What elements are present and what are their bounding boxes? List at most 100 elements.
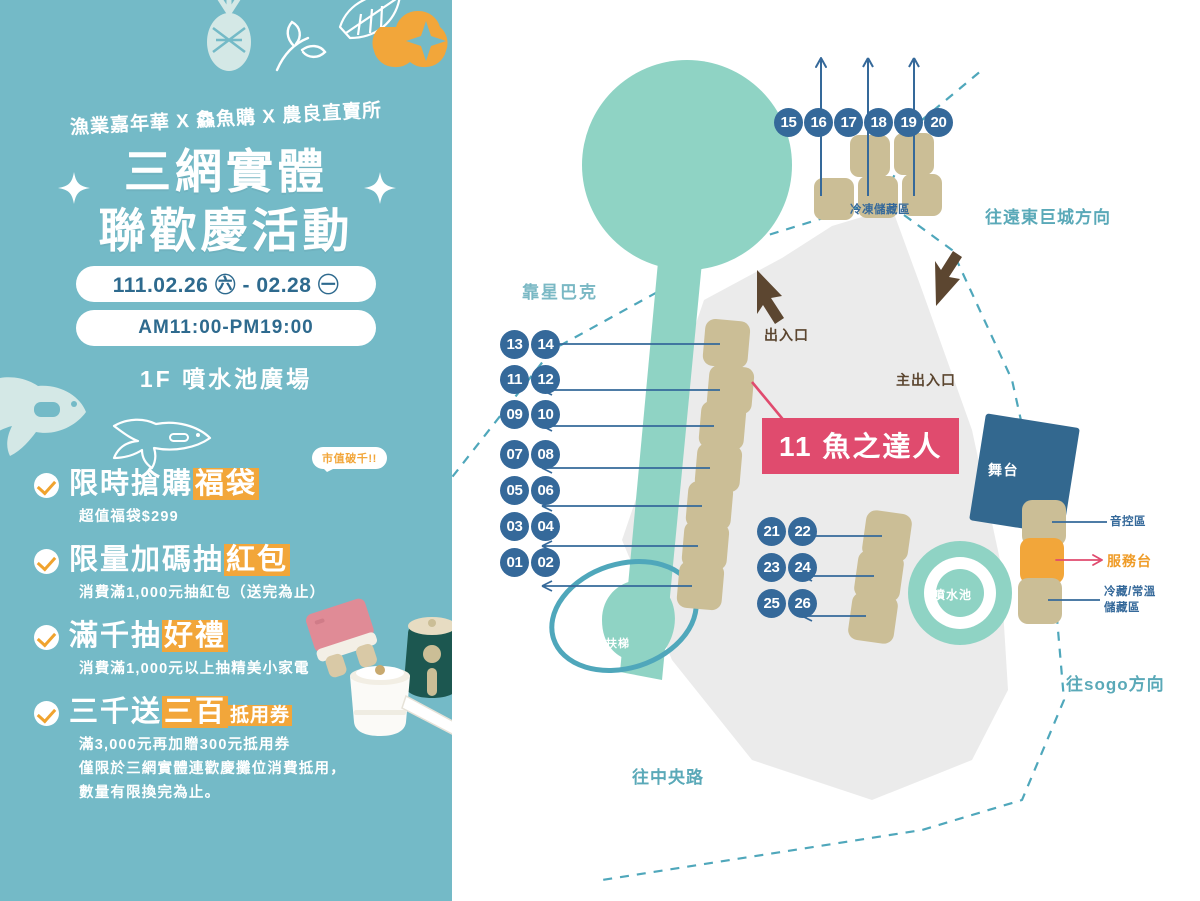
value-badge: 市值破千!!: [312, 447, 387, 472]
event-title-line-1: 三網實體: [124, 145, 328, 198]
sound-control-block: [1022, 500, 1066, 546]
booth-number[interactable]: 09: [500, 400, 529, 429]
booth-number[interactable]: 01: [500, 548, 529, 577]
booth-number[interactable]: 03: [500, 512, 529, 541]
booth-number[interactable]: 08: [531, 440, 560, 469]
booth-number[interactable]: 04: [531, 512, 560, 541]
promotion-subtext: 超值福袋$299: [79, 509, 179, 526]
booth-number[interactable]: 05: [500, 476, 529, 505]
promotion-title-highlight: 福袋: [193, 468, 260, 500]
booth-number[interactable]: 10: [531, 400, 560, 429]
booth-number[interactable]: 02: [531, 548, 560, 577]
event-info-panel: 漁業嘉年華 X 鱻魚購 X 農良直賣所 三網實體 聯歡慶活動 111.02.26…: [0, 0, 452, 901]
event-venue: 1F 噴水池廣場: [139, 366, 313, 392]
promotion-subtext: 消費滿1,000元以上抽精美小家電: [79, 661, 310, 678]
promotion-title: 限量加碼抽紅包: [69, 542, 291, 579]
label-frozen-storage: 冷凍儲藏區: [850, 204, 910, 216]
booth-number[interactable]: 24: [788, 553, 817, 582]
booth-number[interactable]: 13: [500, 330, 529, 359]
mall-boundary-dashes: [452, 69, 1066, 882]
booth-number[interactable]: 14: [531, 330, 560, 359]
promotion-title: 限時搶購福袋: [69, 466, 260, 503]
check-icon: [34, 549, 59, 575]
booth-number[interactable]: 15: [774, 108, 803, 137]
air-fryer-photo: [404, 617, 452, 698]
small-fish-outline-icon: [112, 418, 212, 470]
fountain-inner: [936, 569, 984, 617]
promotion-title-highlight: 三百: [162, 696, 229, 729]
electric-pot-photo: [350, 665, 452, 736]
booth-number[interactable]: 07: [500, 440, 529, 469]
promotion-title: 三千送三百抵用券: [69, 694, 293, 731]
check-icon: [34, 625, 59, 651]
label-escalator: 手扶梯: [594, 638, 630, 650]
leaf-icon: [338, 0, 401, 40]
sandwich-maker-photo: [306, 598, 377, 678]
booth-number[interactable]: 12: [531, 365, 560, 394]
label-sound-control: 音控區: [1110, 516, 1146, 528]
booth-number[interactable]: 17: [834, 108, 863, 137]
label-near-starbucks: 靠星巴克: [522, 283, 598, 302]
event-title: 三網實體 聯歡慶活動: [0, 142, 452, 260]
promotion-title-plain: 三千送: [69, 696, 163, 729]
promotion-title-suffix: 抵用券: [228, 705, 293, 727]
booth-number[interactable]: 18: [864, 108, 893, 137]
promotion-title-highlight: 紅包: [224, 544, 291, 577]
main-exit-arrow-icon: [935, 251, 962, 306]
promotion-item: 滿千抽好禮 消費滿1,000元以上抽精美小家電: [34, 618, 434, 682]
booth-number[interactable]: 22: [788, 517, 817, 546]
label-cold-storage: 冷藏/常溫 儲藏區: [1104, 586, 1156, 614]
event-time-pill: AM11:00-PM19:00: [76, 310, 376, 346]
check-icon: [34, 701, 59, 727]
map-vector-layer: [452, 57, 1107, 882]
walkway-strip: [620, 262, 702, 680]
pineapple-icon: [207, 0, 251, 71]
promotion-subtext: 滿3,000元再加贈300元抵用券 僅限於三網實體連歡慶攤位消費抵用， 數量有限…: [79, 737, 346, 802]
service-leaders: [1048, 521, 1107, 601]
promotion-title: 滿千抽好禮: [69, 618, 229, 655]
event-subtitle: 漁業嘉年華 X 鱻魚購 X 農良直賣所: [69, 100, 383, 139]
booth-number[interactable]: 23: [757, 553, 786, 582]
booth-number[interactable]: 21: [757, 517, 786, 546]
sprig-icon: [275, 20, 327, 72]
escalator-pad: [602, 579, 675, 662]
promotion-item: 市值破千!! 限時搶購福袋 超值福袋$299: [34, 447, 434, 530]
label-direction-far-east: 往遠東巨城方向: [985, 208, 1111, 227]
booth-column-left: [676, 319, 755, 611]
promotion-list: 市值破千!! 限時搶購福袋 超值福袋$299 限量加碼抽紅包 消費滿1,000元…: [34, 447, 434, 818]
booth-number[interactable]: 06: [531, 476, 560, 505]
booth-column-lower: [848, 510, 912, 644]
service-desk-block: [1020, 538, 1064, 584]
event-date-pill: 111.02.26 ㊅ - 02.28 ㊀: [76, 266, 376, 302]
promotion-title-plain: 滿千抽: [69, 620, 163, 653]
event-title-line-2: 聯歡慶活動: [98, 204, 354, 258]
frozen-storage-booths: [814, 133, 942, 220]
service-desk-leader: [1055, 554, 1103, 566]
promotion-title-highlight: 好禮: [162, 620, 229, 653]
booth-number[interactable]: 26: [788, 589, 817, 618]
promotion-item: 三千送三百抵用券 滿3,000元再加贈300元抵用券 僅限於三網實體連歡慶攤位消…: [34, 694, 434, 806]
booth-number[interactable]: 19: [894, 108, 923, 137]
promotion-item: 限量加碼抽紅包 消費滿1,000元抽紅包（送完為止）: [34, 542, 434, 606]
check-icon: [34, 473, 59, 498]
booth-number[interactable]: 16: [804, 108, 833, 137]
promotion-title-plain: 限量加碼抽: [69, 544, 225, 577]
flower-icon: [372, 10, 448, 68]
booth-number[interactable]: 25: [757, 589, 786, 618]
promotion-title-plain: 限時搶購: [69, 468, 194, 500]
label-direction-central-road: 往中央路: [632, 768, 704, 787]
label-direction-sogo: 往sogo方向: [1066, 675, 1165, 694]
planting-circle: [582, 60, 792, 270]
cold-storage-block: [1018, 578, 1062, 624]
booth-number[interactable]: 11: [500, 365, 529, 394]
venue-map: 15 16 17 18 19 20 13 14 11 12 09 10 07 0…: [452, 0, 1200, 901]
exit-arrow-icon: [757, 270, 784, 324]
label-service-desk: 服務台: [1107, 553, 1152, 569]
label-stage: 舞台: [988, 462, 1019, 478]
promotion-subtext: 消費滿1,000元抽紅包（送完為止）: [79, 585, 326, 602]
featured-booth-banner[interactable]: 11 魚之達人: [762, 418, 960, 474]
booth-number[interactable]: 20: [924, 108, 953, 137]
service-column: [1018, 500, 1066, 624]
label-exit: 出入口: [764, 327, 809, 343]
